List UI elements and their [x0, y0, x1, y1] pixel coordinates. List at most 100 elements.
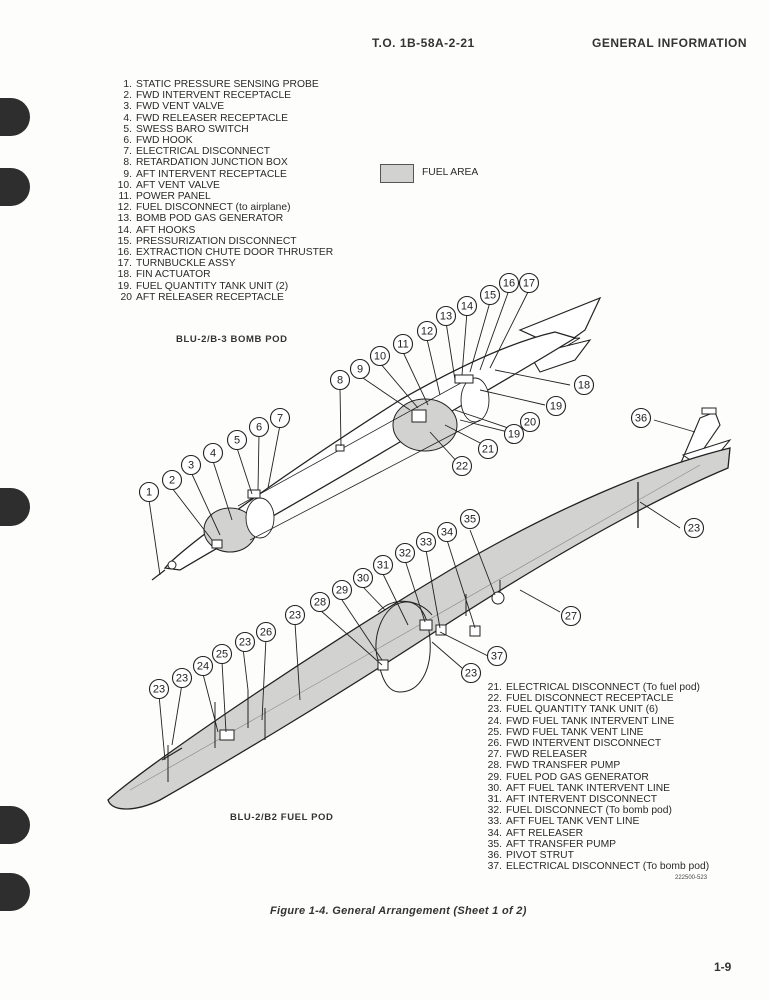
- legend-item: 7.ELECTRICAL DISCONNECT: [112, 146, 333, 157]
- callout-28: 28: [309, 591, 331, 613]
- legend-item-number: 10.: [117, 179, 132, 191]
- legend-item: 21.ELECTRICAL DISCONNECT (To fuel pod): [482, 682, 709, 693]
- svg-text:26: 26: [260, 627, 272, 639]
- legend-item-number: 35.: [487, 838, 502, 850]
- legend-item: 25.FWD FUEL TANK VENT LINE: [482, 727, 709, 738]
- legend-item-text: FUEL QUANTITY TANK UNIT (2): [136, 280, 289, 292]
- legend-item-number: 30.: [487, 782, 502, 794]
- legend-item-text: FWD TRANSFER PUMP: [506, 760, 621, 772]
- callout-5: 5: [226, 429, 248, 451]
- svg-text:4: 4: [210, 448, 216, 460]
- callout-1: 1: [138, 481, 160, 503]
- legend-item-number: 29.: [487, 771, 502, 783]
- legend-item: 15. PRESSURIZATION DISCONNECT: [112, 236, 333, 247]
- callout-21: 21: [477, 438, 499, 460]
- legend-item-number: 2.: [123, 90, 132, 102]
- legend-item: 30.AFT FUEL TANK INTERVENT LINE: [482, 783, 709, 794]
- callout-34: 34: [436, 521, 458, 543]
- legend-item: 9.AFT INTERVENT RECEPTACLE: [112, 169, 333, 180]
- legend-item-number: 34.: [487, 827, 502, 839]
- callout-25: 25: [211, 643, 233, 665]
- svg-text:1: 1: [146, 487, 152, 499]
- legend-item: 12.FUEL DISCONNECT (to airplane): [112, 202, 333, 213]
- legend-item-text: EXTRACTION CHUTE DOOR THRUSTER: [136, 247, 334, 259]
- svg-text:37: 37: [491, 651, 503, 663]
- svg-text:28: 28: [314, 597, 326, 609]
- legend-item: 1.STATIC PRESSURE SENSING PROBE: [112, 79, 333, 90]
- legend-item-number: 23.: [487, 704, 502, 716]
- svg-text:32: 32: [399, 548, 411, 560]
- callout-9: 9: [349, 358, 371, 380]
- legend-item-number: 11.: [118, 191, 132, 203]
- callout-23: 23: [683, 517, 705, 539]
- legend-item-number: 27.: [487, 749, 502, 761]
- legend-item-number: 12.: [117, 202, 132, 214]
- figure-caption: Figure 1-4. General Arrangement (Sheet 1…: [270, 905, 527, 917]
- callout-23: 23: [171, 667, 193, 689]
- legend-item-number: 19.: [117, 280, 132, 292]
- svg-text:27: 27: [565, 611, 577, 623]
- fuel-pod-label: BLU-2/B2 FUEL POD: [230, 812, 334, 823]
- legend-item-text: FUEL POD GAS GENERATOR: [506, 771, 649, 783]
- svg-text:2: 2: [169, 475, 175, 487]
- legend-item: 35.AFT TRANSFER PUMP: [482, 839, 709, 850]
- legend-item: 19. FUEL QUANTITY TANK UNIT (2): [112, 281, 333, 292]
- legend-item-text: FWD INTERVENT RECEPTACLE: [136, 90, 292, 102]
- callout-16: 16: [498, 272, 520, 294]
- legend-item-text: FWD VENT VALVE: [136, 101, 225, 113]
- svg-text:30: 30: [357, 573, 369, 585]
- legend-item: 5.SWESS BARO SWITCH: [112, 124, 333, 135]
- legend-item-text: FWD RELEASER RECEPTACLE: [136, 112, 289, 124]
- svg-text:20: 20: [524, 417, 536, 429]
- callout-14: 14: [456, 295, 478, 317]
- svg-text:34: 34: [441, 527, 453, 539]
- legend-item-text: AFT FUEL TANK VENT LINE: [506, 816, 640, 828]
- legend-item: 28.FWD TRANSFER PUMP: [482, 760, 709, 771]
- legend-item-number: 7.: [123, 146, 132, 158]
- legend-item-number: 25.: [487, 726, 502, 738]
- legend-item-text: SWESS BARO SWITCH: [136, 123, 249, 135]
- legend-item-text: PRESSURIZATION DISCONNECT: [136, 235, 297, 247]
- svg-text:21: 21: [482, 444, 494, 456]
- legend-item-number: 15.: [117, 235, 132, 247]
- legend-item: 2. FWD INTERVENT RECEPTACLE: [112, 90, 333, 101]
- legend-item: 23.FUEL QUANTITY TANK UNIT (6): [482, 704, 709, 715]
- svg-text:3: 3: [188, 460, 194, 472]
- svg-text:35: 35: [464, 514, 476, 526]
- legend-item-number: 36.: [487, 850, 502, 862]
- legend-item-number: 37.: [487, 861, 502, 873]
- legend-item-number: 1.: [123, 79, 132, 90]
- callout-4: 4: [202, 442, 224, 464]
- callout-26: 26: [255, 621, 277, 643]
- legend-item-text: AFT INTERVENT RECEPTACLE: [136, 168, 287, 180]
- svg-text:22: 22: [456, 461, 468, 473]
- callout-32: 32: [394, 542, 416, 564]
- legend-item: 16.EXTRACTION CHUTE DOOR THRUSTER: [112, 247, 334, 259]
- svg-text:25: 25: [216, 649, 228, 661]
- svg-text:16: 16: [503, 278, 515, 290]
- legend-item: 18.FIN ACTUATOR: [112, 269, 333, 280]
- legend-item-number: 18.: [117, 269, 132, 281]
- legend-item: 24.FWD FUEL TANK INTERVENT LINE: [482, 716, 709, 727]
- legend-item-text: BOMB POD GAS GENERATOR: [136, 213, 284, 225]
- binder-hole: [0, 98, 30, 136]
- binder-hole: [0, 488, 30, 526]
- legend-item: 8.RETARDATION JUNCTION BOX: [112, 157, 333, 168]
- bomb-pod-label: BLU-2/B-3 BOMB POD: [176, 334, 288, 345]
- legend-item-text: FWD INTERVENT DISCONNECT: [506, 738, 662, 750]
- callout-33: 33: [415, 531, 437, 553]
- callout-37: 37: [486, 645, 508, 667]
- leader-lines: [148, 289, 696, 761]
- legend-item-number: 13.: [117, 213, 132, 225]
- legend-item-number: 32.: [487, 805, 502, 817]
- legend-item: 37.ELECTRICAL DISCONNECT (To bomb pod): [482, 861, 709, 872]
- svg-text:10: 10: [374, 351, 386, 363]
- svg-text:19: 19: [550, 401, 562, 413]
- callout-11: 11: [392, 333, 414, 355]
- legend-item: 27.FWD RELEASER: [482, 749, 709, 760]
- svg-text:19: 19: [508, 429, 520, 441]
- legend-item: 6.FWD HOOK: [112, 135, 333, 146]
